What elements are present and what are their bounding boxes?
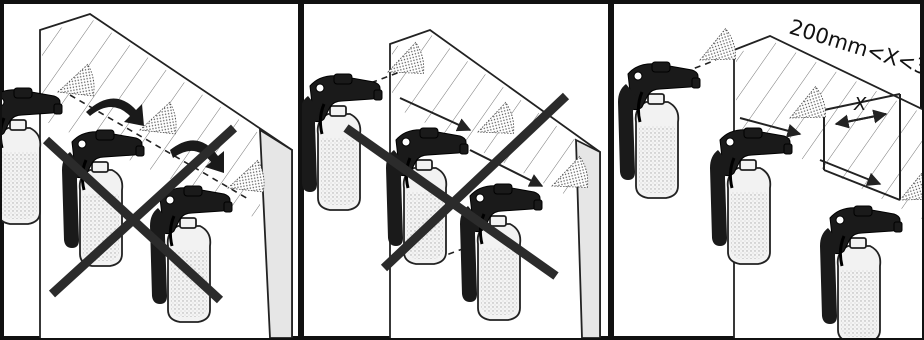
distance-symbol: X bbox=[853, 94, 867, 115]
